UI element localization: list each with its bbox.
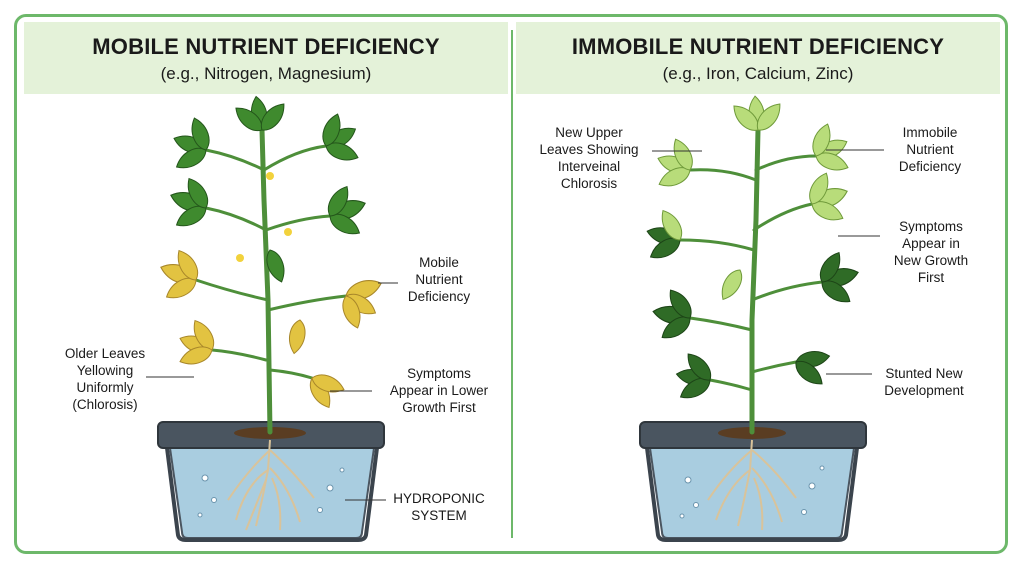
left-title: MOBILE NUTRIENT DEFICIENCY: [92, 34, 440, 59]
left-pot: [163, 438, 381, 542]
label-line: New Upper: [555, 125, 623, 140]
label-line: Stunted New: [885, 366, 963, 381]
label-symptoms-new-growth: Symptoms Appear in New Growth First: [876, 218, 986, 286]
label-immobile-deficiency: Immobile Nutrient Deficiency: [880, 124, 980, 175]
label-stunted-development: Stunted New Development: [868, 365, 980, 399]
right-bubbles: [679, 465, 825, 519]
outer-frame: [14, 14, 1008, 554]
label-line: New Growth: [893, 253, 969, 268]
center-divider: [511, 30, 513, 538]
left-green-leaves: [167, 94, 369, 286]
label-line: (Chlorosis): [72, 397, 138, 412]
label-line: Older Leaves: [64, 346, 146, 361]
leader-lines: [146, 149, 884, 501]
right-subtitle: (e.g., Iron, Calcium, Zinc): [662, 64, 854, 83]
right-roots: [707, 439, 797, 531]
right-header-band: [516, 22, 1000, 94]
label-line: Immobile: [902, 125, 958, 140]
left-pot-water: [168, 447, 376, 539]
left-stem: [194, 127, 348, 435]
label-hydroponic-system: HYDROPONIC SYSTEM: [384, 490, 494, 524]
label-line: Appear in: [902, 236, 960, 251]
label-line: Interveinal: [557, 159, 621, 174]
label-mobile-deficiency: Mobile Nutrient Deficiency: [384, 254, 494, 305]
label-line: Leaves Showing: [539, 142, 639, 157]
right-pot-water: [648, 447, 856, 539]
label-new-upper-leaves: New Upper Leaves Showing Interveinal Chl…: [524, 124, 654, 192]
label-line: Nutrient: [415, 272, 463, 287]
label-line: Growth First: [402, 400, 476, 415]
label-line: Deficiency: [898, 159, 962, 174]
label-line: Appear in Lower: [389, 383, 489, 398]
label-line: Development: [884, 383, 964, 398]
left-subtitle: (e.g., Nitrogen, Magnesium): [160, 64, 372, 83]
label-line: Deficiency: [407, 289, 471, 304]
label-line: First: [917, 270, 945, 285]
label-line: SYSTEM: [411, 508, 467, 523]
right-pot: [643, 438, 861, 542]
label-symptoms-lower: Symptoms Appear in Lower Growth First: [372, 365, 506, 416]
label-line: Symptoms: [899, 219, 963, 234]
left-plant: [157, 94, 385, 542]
left-bubbles: [197, 467, 345, 518]
left-flowers: [236, 172, 292, 262]
label-line: Uniformly: [76, 380, 134, 395]
label-line: Yellowing: [76, 363, 134, 378]
left-header-band: [24, 22, 508, 94]
right-title: IMMOBILE NUTRIENT DEFICIENCY: [571, 34, 945, 59]
label-line: Symptoms: [407, 366, 471, 381]
label-line: HYDROPONIC: [393, 491, 485, 506]
label-line: Mobile: [419, 255, 459, 270]
label-line: Chlorosis: [560, 176, 618, 191]
right-stem: [678, 127, 824, 435]
label-older-leaves: Older Leaves Yellowing Uniformly (Chloro…: [40, 345, 170, 413]
label-line: Nutrient: [906, 142, 954, 157]
right-plant: [639, 94, 867, 542]
left-roots: [227, 439, 315, 531]
